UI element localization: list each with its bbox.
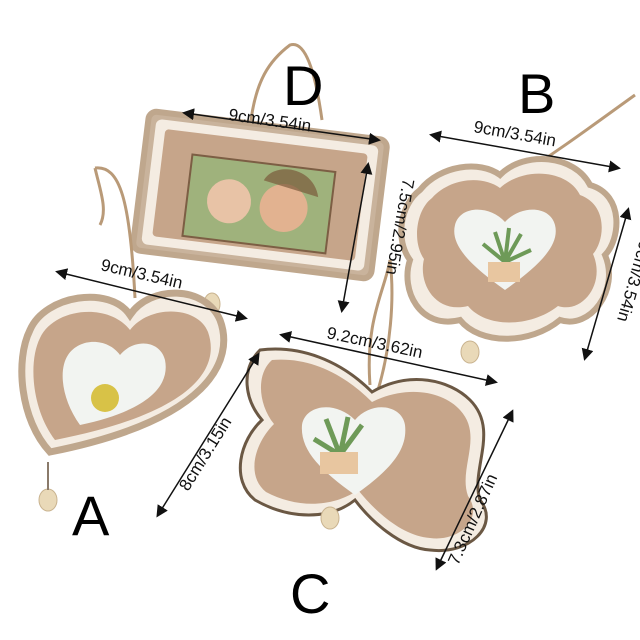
- d-width-arrow: [182, 108, 381, 145]
- dimension-lines: [55, 108, 632, 571]
- hanging-twine: [367, 259, 394, 391]
- label-a: A: [72, 484, 110, 547]
- photo: [181, 153, 337, 255]
- b-height-arrow: [581, 207, 632, 361]
- plant: [481, 227, 532, 264]
- c-width-arrow: [279, 331, 498, 386]
- label-d: D: [283, 54, 324, 117]
- label-c: C: [290, 562, 331, 625]
- woman-face: [259, 183, 308, 232]
- bead: [320, 506, 340, 530]
- label-b: B: [518, 62, 556, 125]
- plant: [312, 416, 365, 458]
- a-height-label: 8cm/3.15in: [175, 414, 235, 495]
- pot: [320, 452, 358, 474]
- c-width-label: 9.2cm/3.62in: [325, 323, 424, 362]
- flower: [91, 384, 119, 412]
- bead: [460, 340, 480, 364]
- a-height-arrow: [156, 352, 260, 518]
- a-width-arrow: [55, 268, 248, 322]
- baby-face: [207, 179, 252, 224]
- b-height-label: 9cm/3.54in: [613, 239, 640, 324]
- frame-b: [398, 93, 636, 364]
- c-height-arrow: [435, 409, 514, 571]
- b-width-arrow: [429, 130, 621, 173]
- hanging-twine: [93, 166, 137, 299]
- d-height-arrow: [337, 162, 373, 313]
- a-width-label: 9cm/3.54in: [99, 255, 184, 292]
- pot: [488, 262, 520, 282]
- frame-a: [18, 166, 228, 512]
- heart-photo: [62, 341, 166, 425]
- bead: [38, 488, 58, 512]
- frame-d: [130, 43, 390, 316]
- hanging-twine: [248, 43, 324, 129]
